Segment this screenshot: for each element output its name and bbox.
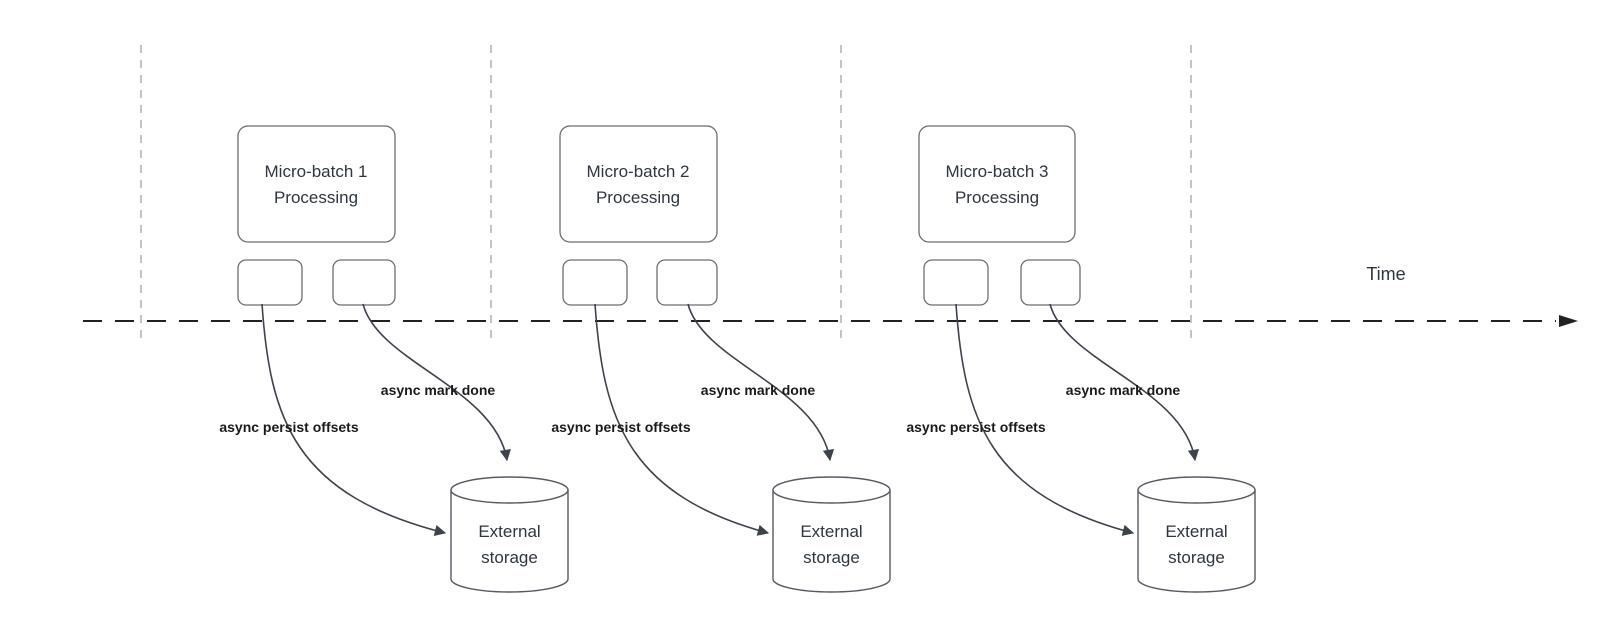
processing-box-title-line2: Processing <box>274 188 358 207</box>
processing-box-title-line2: Processing <box>955 188 1039 207</box>
processing-box-title-line1: Micro-batch 2 <box>587 162 690 181</box>
mark-done-task-box <box>1020 259 1081 306</box>
micro-batch-group-1: Micro-batch 1 Processing async persist o… <box>219 125 569 593</box>
processing-box-title-line1: Micro-batch 1 <box>265 162 368 181</box>
time-axis-label: Time <box>1366 264 1405 284</box>
external-storage-cylinder: External storage <box>1137 476 1256 593</box>
mark-done-arrow <box>1049 303 1200 462</box>
offsets-task-box <box>237 259 303 306</box>
mark-done-arrow <box>362 303 511 462</box>
external-storage-cylinder: External storage <box>450 476 569 593</box>
cylinder-body <box>450 489 569 593</box>
processing-box <box>559 125 718 243</box>
mark-done-task-box <box>656 259 718 306</box>
cylinder-body <box>1137 489 1256 593</box>
cylinder-top <box>450 476 569 504</box>
persist-offsets-label: async persist offsets <box>219 419 358 435</box>
storage-label-line1: External <box>478 522 540 541</box>
offsets-task-box <box>562 259 628 306</box>
persist-offsets-label: async persist offsets <box>906 419 1045 435</box>
mark-done-label: async mark done <box>701 382 816 398</box>
persist-offsets-arrow <box>955 303 1135 536</box>
mark-done-task-box <box>332 259 396 306</box>
time-axis-arrowhead-icon <box>1559 315 1578 327</box>
storage-label-line2: storage <box>1168 548 1225 567</box>
micro-batch-group-2: Micro-batch 2 Processing async persist o… <box>551 125 891 593</box>
interval-guides <box>140 45 1192 340</box>
storage-label-line1: External <box>800 522 862 541</box>
processing-box-title-line1: Micro-batch 3 <box>946 162 1049 181</box>
external-storage-cylinder: External storage <box>772 476 891 593</box>
persist-offsets-label: async persist offsets <box>551 419 690 435</box>
mark-done-label: async mark done <box>381 382 496 398</box>
mark-done-label: async mark done <box>1066 382 1181 398</box>
mark-done-arrow <box>687 303 835 462</box>
processing-box <box>237 125 396 243</box>
processing-box <box>918 125 1076 243</box>
cylinder-top <box>1137 476 1256 504</box>
processing-box-title-line2: Processing <box>596 188 680 207</box>
storage-label-line2: storage <box>481 548 538 567</box>
offsets-task-box <box>923 259 989 306</box>
storage-label-line2: storage <box>803 548 860 567</box>
cylinder-body <box>772 489 891 593</box>
storage-label-line1: External <box>1165 522 1227 541</box>
cylinder-top <box>772 476 891 504</box>
persist-offsets-arrow <box>594 303 770 536</box>
persist-offsets-arrow <box>261 303 447 536</box>
micro-batch-group-3: Micro-batch 3 Processing async persist o… <box>906 125 1256 593</box>
